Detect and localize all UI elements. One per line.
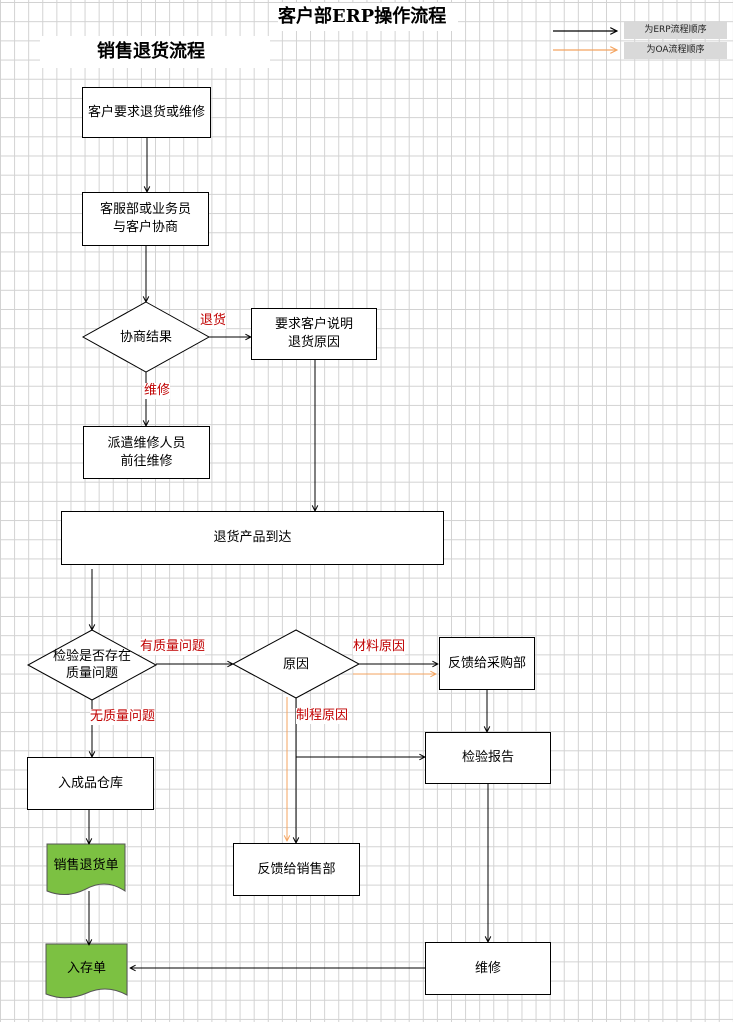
page-title: 客户部ERP操作流程 — [278, 3, 458, 31]
node-feedback-purchasing: 反馈给采购部 — [439, 637, 535, 690]
edge-label-no-quality-issue: 无质量问题 — [90, 709, 156, 725]
stock-in-doc-shape — [45, 943, 128, 999]
edge-label-process-cause: 制程原因 — [296, 708, 349, 724]
edge-label-repair: 维修 — [144, 383, 171, 399]
edge-label-has-quality-issue: 有质量问题 — [140, 639, 206, 655]
node-feedback-sales: 反馈给销售部 — [233, 843, 360, 896]
node-return-arrival: 退货产品到达 — [61, 511, 444, 565]
node-finished-warehouse: 入成品仓库 — [27, 757, 154, 810]
sales-return-doc-shape — [46, 843, 126, 895]
node-negotiate: 客服部或业务员 与客户协商 — [82, 192, 209, 246]
node-stock-in-doc: 入存单 — [66, 960, 106, 976]
node-quality-check: 检验是否存在 质量问题 — [52, 649, 131, 681]
edge-label-return: 退货 — [200, 313, 227, 329]
node-customer-request: 客户要求退货或维修 — [82, 87, 211, 138]
node-cause: 原因 — [282, 656, 309, 672]
edge-label-material-cause: 材料原因 — [353, 639, 406, 655]
legend-erp-label: 为ERP流程顺序 — [624, 22, 727, 39]
diagram-subtitle: 销售退货流程 — [40, 36, 270, 68]
node-inspection-report: 检验报告 — [425, 732, 551, 784]
node-dispatch-repair: 派遣维修人员 前往维修 — [83, 426, 210, 479]
node-negotiation-result: 协商结果 — [119, 329, 172, 345]
node-sales-return-doc: 销售退货单 — [53, 857, 119, 873]
node-explain-reason: 要求客户说明 退货原因 — [251, 308, 377, 360]
legend-oa-label: 为OA流程顺序 — [624, 42, 727, 59]
node-repair: 维修 — [425, 942, 551, 995]
